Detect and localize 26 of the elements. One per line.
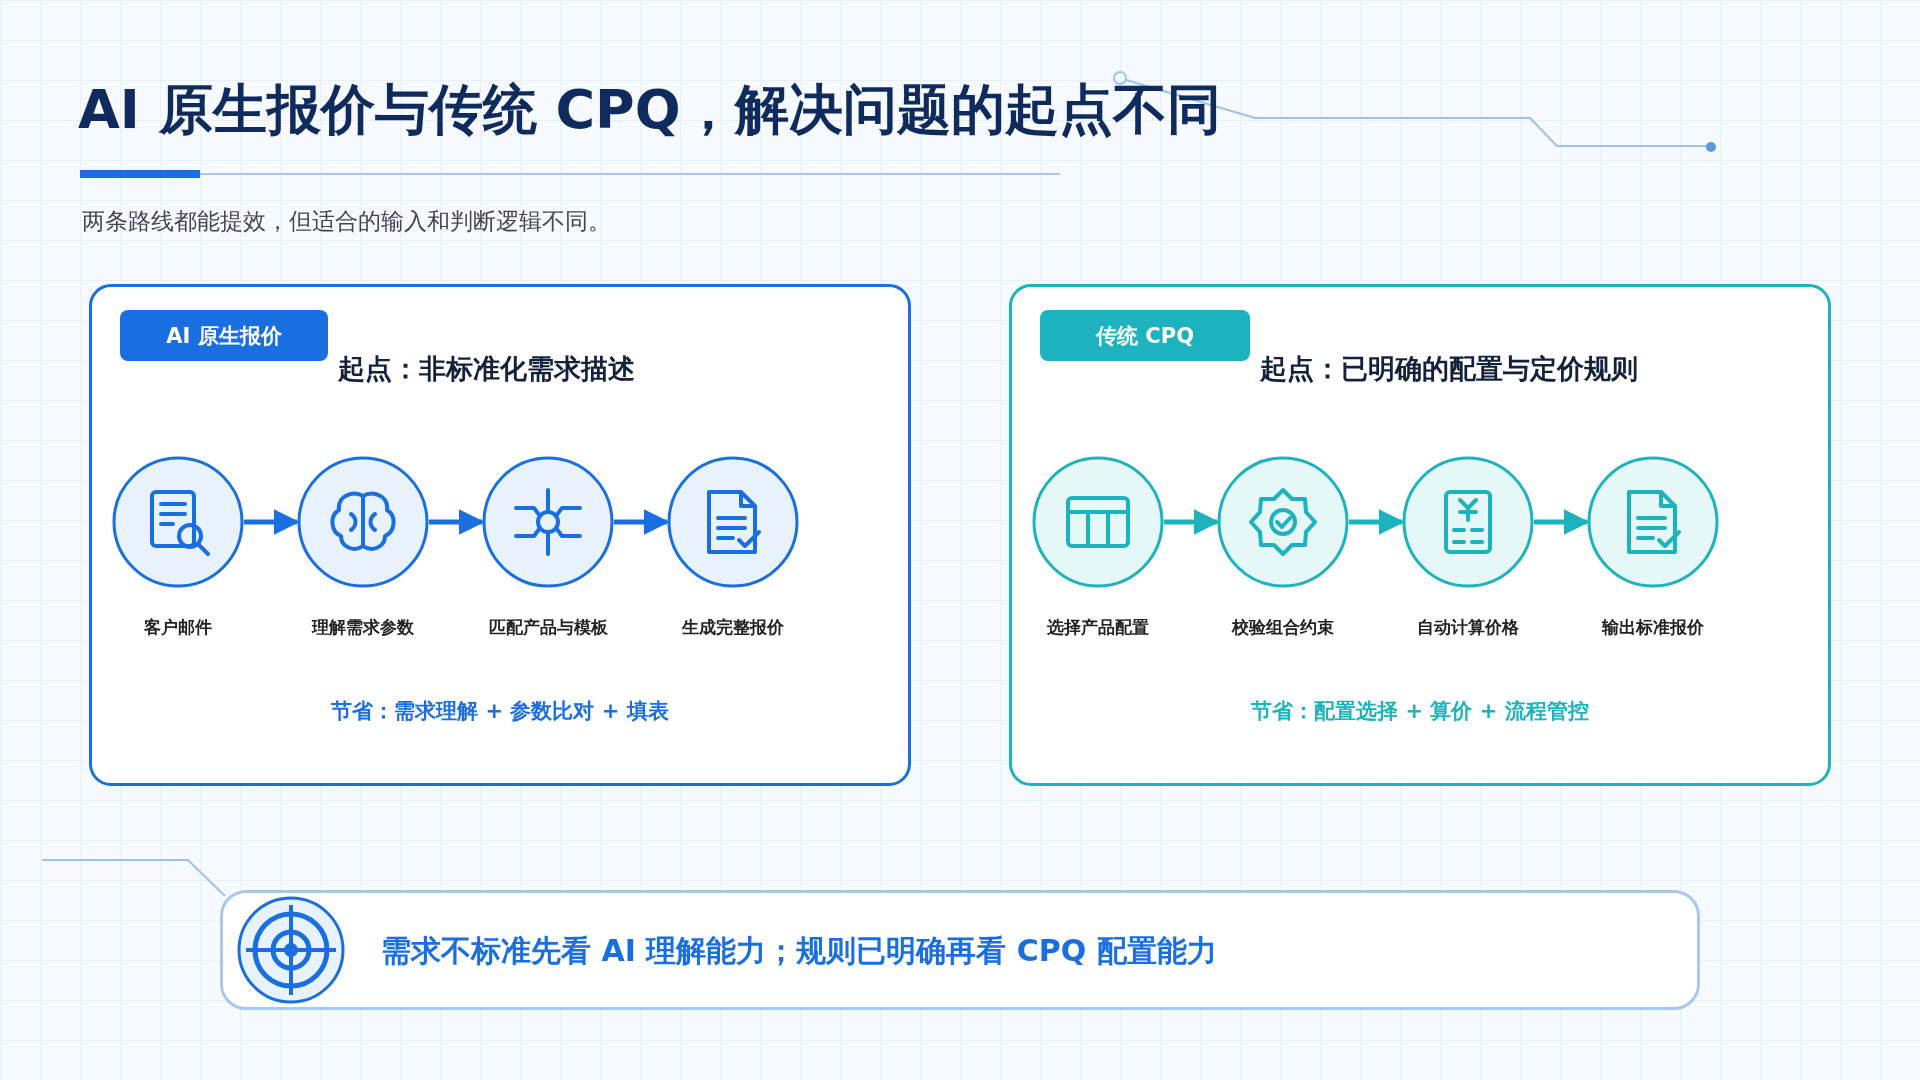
tag-badge: 传统 CPQ bbox=[1040, 310, 1250, 361]
subtitle-text: 两条路线都能提效，但适合的输入和判断逻辑不同。 bbox=[82, 207, 611, 236]
process-card bbox=[89, 284, 911, 786]
step-label: 选择产品配置 bbox=[1047, 616, 1149, 639]
card-heading: 起点：非标准化需求描述 bbox=[338, 352, 635, 386]
step-label: 校验组合约束 bbox=[1232, 616, 1334, 639]
arrow bbox=[1534, 509, 1590, 535]
step-label: 客户邮件 bbox=[144, 616, 212, 639]
process-card bbox=[1009, 284, 1831, 786]
page-title: AI 原生报价与传统 CPQ，解决问题的起点不同 bbox=[78, 77, 1221, 143]
arrow bbox=[429, 509, 485, 535]
savings-text: 节省：配置选择 + 算价 + 流程管控 bbox=[1250, 698, 1590, 725]
tag-badge: AI 原生报价 bbox=[120, 310, 328, 361]
step-label: 输出标准报价 bbox=[1602, 616, 1704, 639]
arrow bbox=[614, 509, 670, 535]
arrow bbox=[1349, 509, 1405, 535]
step-label: 理解需求参数 bbox=[312, 616, 414, 639]
step-label: 自动计算价格 bbox=[1417, 616, 1519, 639]
card-heading: 起点：已明确的配置与定价规则 bbox=[1260, 352, 1638, 386]
step-label: 匹配产品与模板 bbox=[488, 616, 608, 639]
summary-banner bbox=[220, 890, 1700, 1010]
savings-text: 节省：需求理解 + 参数比对 + 填表 bbox=[330, 698, 670, 725]
summary-text: 需求不标准先看 AI 理解能力；规则已明确再看 CPQ 配置能力 bbox=[381, 932, 1217, 970]
arrow bbox=[244, 509, 300, 535]
step-label: 生成完整报价 bbox=[682, 616, 784, 639]
arrow bbox=[1164, 509, 1220, 535]
